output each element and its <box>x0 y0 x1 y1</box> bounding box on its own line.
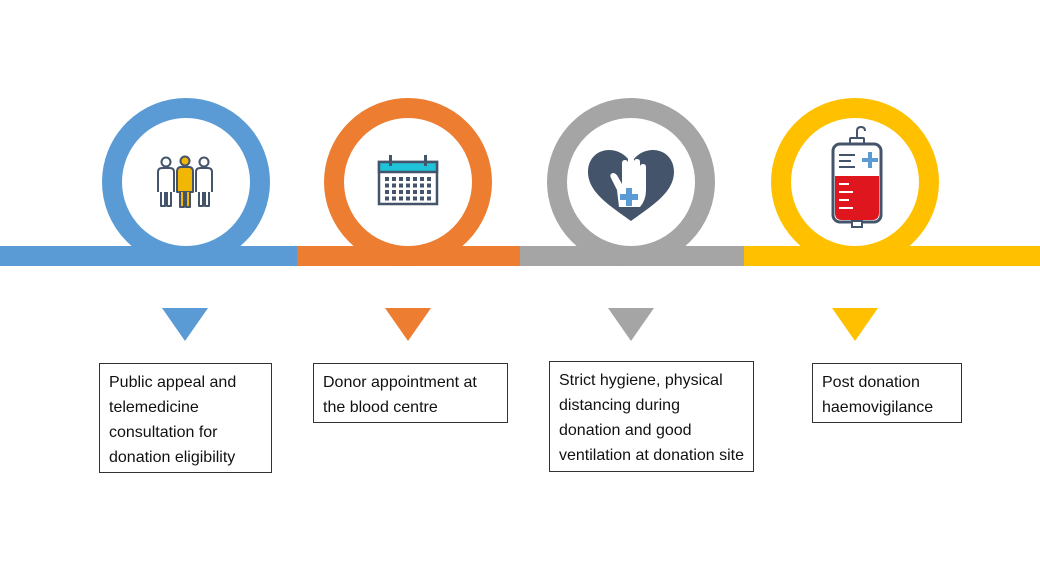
calendar-day-cell <box>399 190 403 194</box>
calendar-day-cell <box>420 177 424 181</box>
calendar-day-cell <box>413 183 417 188</box>
calendar-day-cell <box>385 183 389 188</box>
calendar-day-cell <box>427 183 431 188</box>
step-text-line: telemedicine <box>109 399 199 416</box>
blood-bag-icon <box>831 125 883 228</box>
heart-hand-icon <box>588 150 674 221</box>
step-3-pointer <box>608 308 654 341</box>
calendar-day-cell <box>406 177 410 181</box>
step-text-line: donation eligibility <box>109 449 236 466</box>
step-text-line: the blood centre <box>323 399 438 416</box>
step-3-text-box: Strict hygiene, physical distancing duri… <box>549 361 754 472</box>
calendar-day-cell <box>392 196 396 201</box>
calendar-day-cell <box>427 177 431 181</box>
step-1-marker <box>0 98 297 341</box>
step-4-pointer <box>832 308 878 341</box>
calendar-day-cell <box>413 196 417 201</box>
step-4-marker <box>744 98 1040 341</box>
people-icon <box>157 155 213 208</box>
calendar-day-cell <box>406 196 410 201</box>
step-2-pointer <box>385 308 431 341</box>
step-2-text-box: Donor appointment at the blood centre <box>313 363 508 423</box>
calendar-icon <box>377 155 439 206</box>
step-text-line: Donor appointment at <box>323 374 477 391</box>
calendar-day-cell <box>392 177 396 181</box>
calendar-day-cell <box>406 190 410 194</box>
calendar-day-cell <box>406 183 410 188</box>
step-text-line: consultation for <box>109 424 218 441</box>
calendar-day-cell <box>427 196 431 201</box>
step-text-line: distancing during <box>559 397 680 414</box>
step-3-marker <box>520 98 744 341</box>
step-4-text-box: Post donation haemovigilance <box>812 363 962 423</box>
calendar-day-cell <box>385 196 389 201</box>
step-text-line: Post donation <box>822 374 920 391</box>
calendar-day-cell <box>413 177 417 181</box>
calendar-day-cell <box>385 190 389 194</box>
calendar-day-cell <box>399 183 403 188</box>
step-text-line: Strict hygiene, physical <box>559 372 723 389</box>
calendar-day-cell <box>420 190 424 194</box>
calendar-day-cell <box>420 183 424 188</box>
step-2-marker <box>297 98 520 341</box>
calendar-day-cell <box>385 177 389 181</box>
step-text-line: donation and good <box>559 422 692 439</box>
calendar-day-cell <box>420 196 424 201</box>
calendar-day-cell <box>427 190 431 194</box>
calendar-day-cell <box>413 190 417 194</box>
calendar-day-cell <box>399 196 403 201</box>
step-1-pointer <box>162 308 208 341</box>
step-text-line: haemovigilance <box>822 399 934 416</box>
calendar-day-cell <box>392 183 396 188</box>
step-text-line: Public appeal and <box>109 374 237 391</box>
calendar-day-cell <box>399 177 403 181</box>
step-1-text-box: Public appeal and telemedicine consultat… <box>99 363 272 473</box>
step-text-line: ventilation at donation site <box>559 447 745 464</box>
calendar-day-cell <box>392 190 396 194</box>
